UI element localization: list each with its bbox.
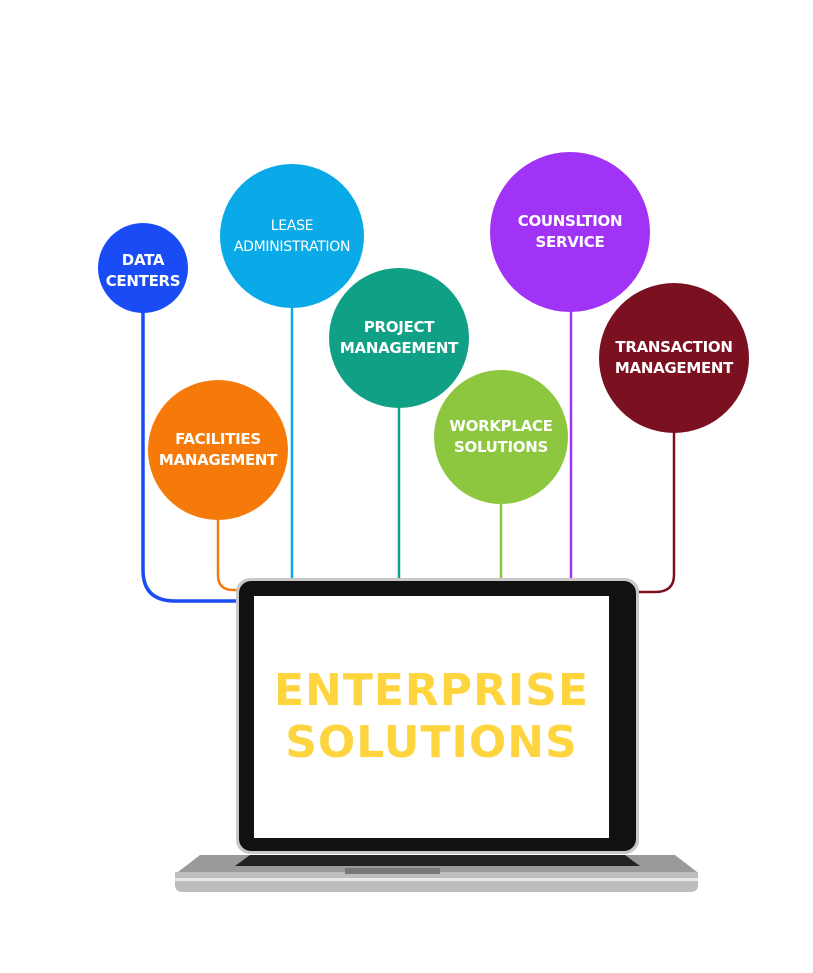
node-circle-project-management: [329, 268, 469, 408]
node-circle-transaction-management: [599, 283, 749, 433]
node-circle-counsltion-service: [490, 152, 650, 312]
node-circle-data-centers: [98, 223, 188, 313]
node-circle-workplace-solutions: [434, 370, 568, 504]
title-line-1: ENTERPRISE: [273, 665, 590, 716]
node-circle-lease-administration: [220, 164, 364, 308]
node-circle-facilities-management: [148, 380, 288, 520]
laptop-icon: [175, 578, 698, 892]
connector-facilities: [216, 510, 245, 592]
connector-data-centers: [141, 300, 245, 603]
laptop-screen-title: ENTERPRISE SOLUTIONS: [254, 596, 609, 838]
title-line-2: SOLUTIONS: [285, 717, 578, 768]
connector-transaction: [635, 420, 676, 594]
